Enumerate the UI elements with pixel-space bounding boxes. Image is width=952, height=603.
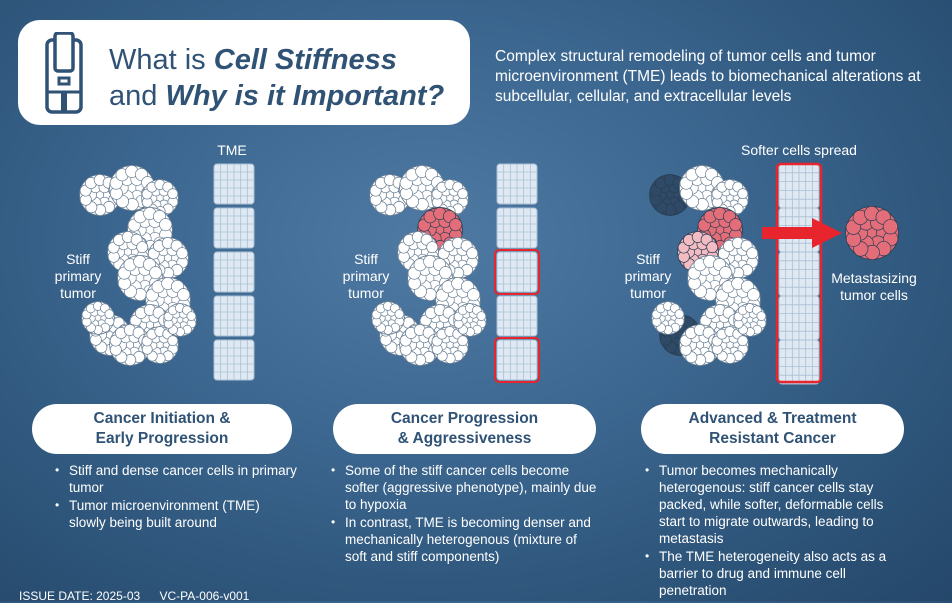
title-card: What is Cell Stiffness and Why is it Imp… — [18, 20, 470, 125]
list-item: Tumor microenvironment (TME) slowly bein… — [54, 497, 299, 531]
cell-cluster — [141, 326, 179, 364]
cell-cluster — [733, 303, 767, 337]
cell-cluster — [431, 179, 469, 217]
metastasizing-cell-cluster — [845, 205, 899, 261]
page-title: What is Cell Stiffness and Why is it Imp… — [109, 44, 445, 112]
list-item: Some of the stiff cancer cells become so… — [330, 462, 598, 513]
tme-block — [213, 251, 255, 293]
stiff-primary-tumor-label: Stiff primary tumor — [342, 251, 390, 301]
softer-cells-spread-label: Softer cells spread — [741, 142, 857, 158]
metastasizing-tumor-cells-label: Metastasizing tumor cells — [831, 270, 917, 303]
tme-block — [496, 207, 538, 249]
stiff-primary-tumor-label: Stiff primary tumor — [54, 251, 102, 301]
stage-bullets-initiation: Stiff and dense cancer cells in primary … — [54, 462, 299, 532]
list-item: Tumor becomes mechanically heterogenous:… — [644, 462, 906, 547]
stage-title-initiation: Cancer Initiation & Early Progression — [32, 404, 292, 454]
cell-cluster — [79, 174, 121, 216]
footer: ISSUE DATE: 2025-03 VC-PA-006-v001 — [19, 589, 249, 603]
cell-cluster — [163, 303, 197, 337]
stage-bullets-progression: Some of the stiff cancer cells become so… — [330, 462, 598, 566]
cell-cluster — [711, 326, 749, 364]
spread-arrow-icon — [762, 218, 842, 248]
list-item: In contrast, TME is becoming denser and … — [330, 514, 598, 565]
tme-block — [213, 339, 255, 381]
list-item: Stiff and dense cancer cells in primary … — [54, 462, 299, 496]
stage-title-progression: Cancer Progression & Aggressiveness — [333, 404, 596, 454]
tumor-clusters — [79, 164, 899, 366]
document-id: VC-PA-006-v001 — [159, 589, 250, 603]
cell-cluster — [371, 301, 405, 335]
cell-cluster — [399, 324, 441, 366]
stiff-primary-tumor-label: Stiff primary tumor — [624, 251, 672, 301]
tme-block — [778, 251, 820, 297]
tme-block — [496, 295, 538, 337]
tme-block — [778, 163, 820, 209]
issue-date: ISSUE DATE: 2025-03 — [19, 589, 141, 603]
tme-highlight-frame — [775, 162, 823, 384]
tme-block — [213, 295, 255, 337]
tme-block — [496, 163, 538, 205]
stage-title-advanced: Advanced & Treatment Resistant Cancer — [641, 404, 904, 454]
intro-text: Complex structural remodeling of tumor c… — [495, 48, 921, 105]
tme-block — [213, 163, 255, 205]
list-item: The TME heterogeneity also acts as a bar… — [644, 548, 906, 599]
cell-cluster — [431, 326, 469, 364]
instrument-icon — [45, 32, 83, 114]
cell-cluster — [649, 174, 691, 216]
tme-block — [494, 337, 540, 383]
cell-cluster — [81, 301, 115, 335]
tme-label: TME — [217, 142, 247, 158]
tme-block — [778, 295, 820, 341]
cell-cluster — [453, 303, 487, 337]
tme-columns — [213, 162, 823, 385]
tme-block — [778, 339, 820, 385]
cell-cluster — [109, 324, 151, 366]
cell-cluster — [651, 301, 685, 335]
tme-block — [494, 249, 540, 295]
stage-bullets-advanced: Tumor becomes mechanically heterogenous:… — [644, 462, 906, 600]
tme-block — [213, 207, 255, 249]
